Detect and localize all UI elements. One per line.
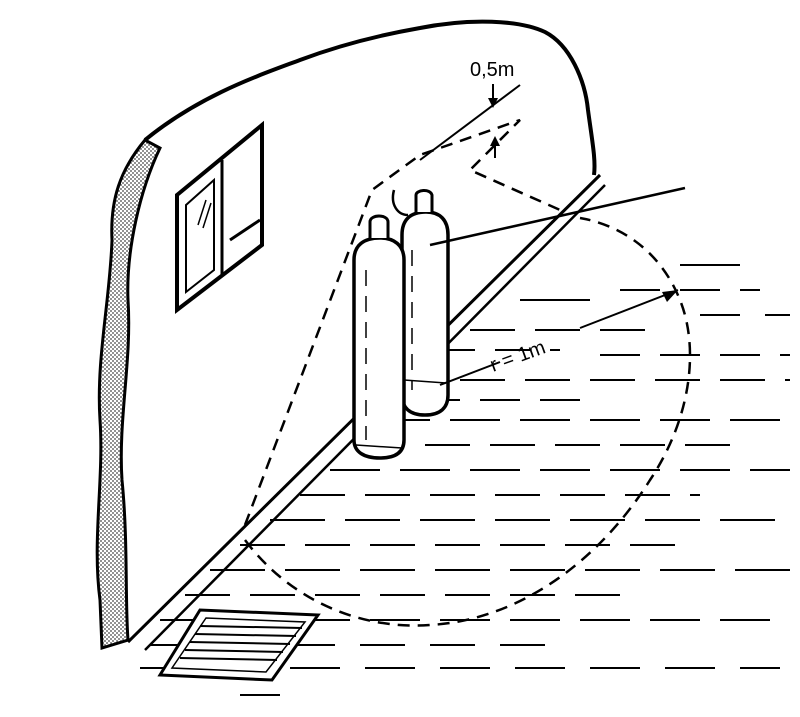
- wall-edge-shading: [95, 138, 162, 651]
- floor-drain-grate: [157, 608, 321, 682]
- height-arrowhead-up: [490, 136, 500, 146]
- cylinder-hose: [391, 189, 409, 217]
- height-arrowhead-down: [488, 98, 498, 108]
- wall-outline: [143, 19, 597, 176]
- radius-arrow-line: [579, 289, 679, 329]
- floor-hatching: [140, 264, 790, 696]
- top-zone-line: [419, 84, 521, 161]
- wall-hazard-zone: [243, 118, 561, 526]
- radius-label: r = 1m: [487, 336, 548, 376]
- gas-cylinder-back: [400, 189, 450, 417]
- height-label: 0,5m: [470, 59, 514, 81]
- gas-cylinder-front: [352, 214, 406, 460]
- radius-leader-line: [439, 361, 501, 386]
- height-sight-line: [429, 186, 686, 247]
- floor-hazard-zone: [244, 216, 692, 627]
- radius-arrowhead: [662, 290, 678, 302]
- window: [175, 120, 264, 315]
